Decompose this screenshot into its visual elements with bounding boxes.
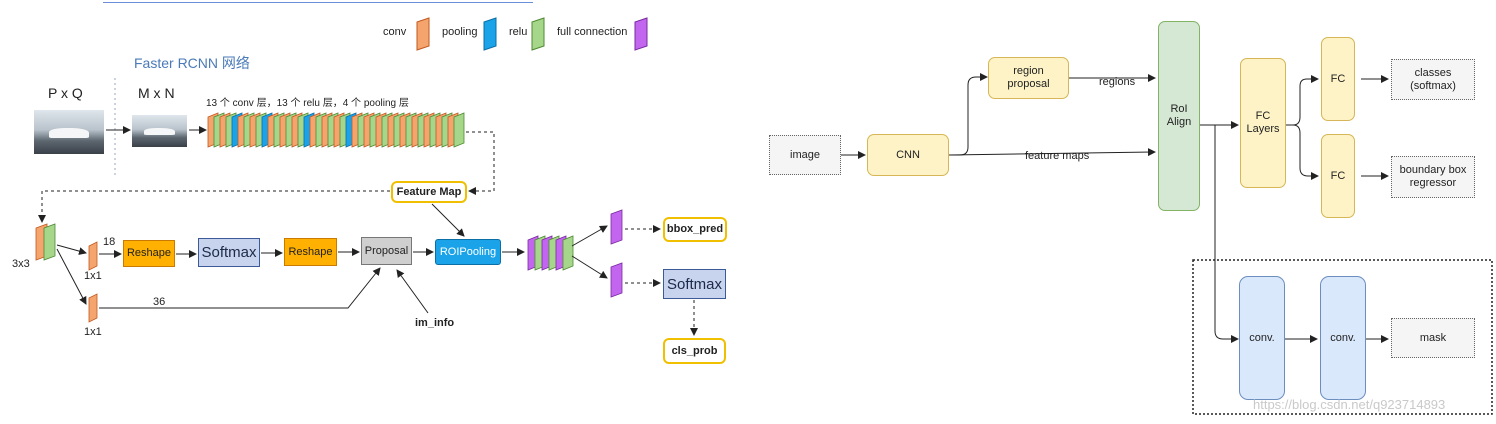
legend-relu-swatch: [531, 17, 545, 51]
legend-full-connection-label: full connection: [557, 26, 628, 38]
arrow-bbox-branch-to-proposal: [99, 267, 381, 309]
fc-bottom-shape: [610, 262, 623, 298]
arrow-featuremap-to-3x3: [38, 190, 390, 223]
pq-label: P x Q: [48, 85, 83, 101]
feature-map-box: Feature Map: [391, 181, 467, 203]
boundary-box-regressor-box: boundary box regressor: [1391, 156, 1475, 198]
classes-box: classes (softmax): [1391, 59, 1475, 100]
fc-layers-box: FC Layers: [1240, 58, 1286, 188]
arrow-roialign-to-conv: [1214, 125, 1239, 343]
arrow-conv-to-featuremap: [466, 131, 495, 195]
bbox-pred-box: bbox_pred: [663, 217, 727, 242]
watermark-text: https://blog.csdn.net/q923714893: [1253, 397, 1446, 412]
mn-label: M x N: [138, 85, 175, 101]
legend-conv-swatch: [416, 17, 430, 51]
fc-top-box: FC: [1321, 37, 1355, 121]
legend-pooling-swatch: [483, 17, 497, 51]
softmax-box-2: Softmax: [663, 269, 726, 299]
legend-pooling-label: pooling: [442, 26, 478, 38]
reshape-box-2: Reshape: [284, 238, 337, 266]
arrow-featuremap-to-roipooling: [431, 203, 465, 237]
resized-car-image: [132, 115, 187, 147]
input-car-image: [34, 110, 104, 154]
softmax-box-1: Softmax: [198, 238, 260, 267]
reshape-box-1: Reshape: [123, 240, 175, 267]
layers-caption: 13 个 conv 层，13 个 relu 层，4 个 pooling 层: [206, 98, 409, 109]
arrow-stack-to-fc-top: [571, 225, 608, 247]
rpn-3x3-relu: [43, 223, 56, 261]
cls-prob-box: cls_prob: [663, 338, 726, 364]
conv-box-2: conv.: [1320, 276, 1366, 400]
rpn-1x1-bottom-conv: [88, 293, 98, 323]
diagram-title: Faster RCNN 网络: [134, 55, 250, 71]
feature-maps-label: feature maps: [1025, 150, 1090, 162]
conv-layer-stack: [207, 112, 465, 148]
kernel-1x1-bottom-label: 1x1: [84, 326, 102, 338]
proposal-box: Proposal: [361, 237, 412, 265]
arrow-iminfo-to-proposal: [396, 269, 429, 314]
num-18-label: 18: [103, 236, 116, 248]
roipooling-box: ROIPooling: [435, 239, 501, 265]
region-proposal-box: region proposal: [988, 57, 1069, 99]
legend-relu-label: relu: [509, 26, 528, 38]
mask-box: mask: [1391, 318, 1475, 358]
rpn-1x1-top-conv: [88, 241, 98, 271]
roi-align-box: RoI Align: [1158, 21, 1200, 211]
conv-box-1: conv.: [1239, 276, 1285, 400]
mask-branch-frame: [1192, 259, 1493, 415]
regions-label: regions: [1099, 76, 1136, 88]
image-box: image: [769, 135, 841, 175]
arrow-3x3-to-1x1-bottom: [56, 248, 87, 305]
kernel-3x3-label: 3x3: [12, 258, 30, 270]
arrow-fclayers-to-fc-bottom: [1292, 124, 1319, 180]
arrow-cnn-to-roialign: [948, 148, 1156, 157]
arrow-stack-to-fc-bottom: [571, 255, 608, 279]
arrow-cnn-to-region-proposal: [949, 73, 988, 156]
im-info-label: im_info: [415, 317, 455, 329]
fc-bottom-box: FC: [1321, 134, 1355, 218]
cnn-box: CNN: [867, 134, 949, 176]
kernel-1x1-top-label: 1x1: [84, 270, 102, 282]
num-36-label: 36: [153, 296, 166, 308]
arrow-fclayers-to-fc-top: [1285, 75, 1319, 126]
fc-top-shape: [610, 209, 623, 245]
arrow-3x3-to-1x1-top: [56, 244, 87, 255]
legend-conv-label: conv: [383, 26, 407, 38]
mask-rcnn-arrows: [840, 73, 1493, 415]
faster-rcnn-shapes: [35, 17, 698, 336]
fc-output-stack: [527, 235, 574, 271]
top-link-underline: [103, 2, 533, 3]
legend-fc-swatch: [634, 17, 648, 51]
